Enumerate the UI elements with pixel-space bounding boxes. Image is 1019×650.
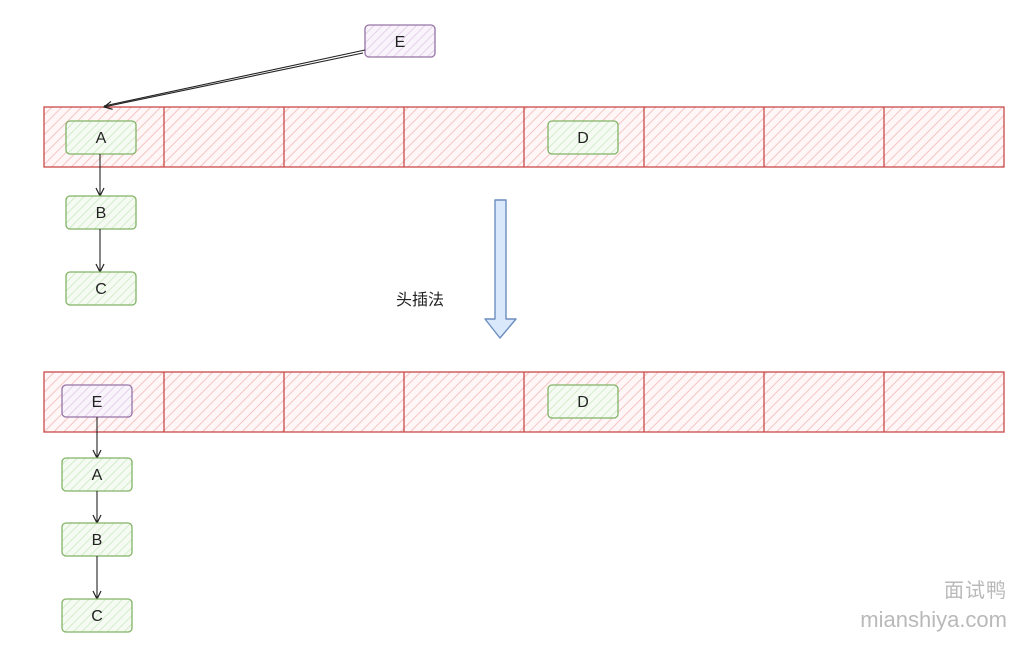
- node-c-after-label: C: [91, 608, 103, 625]
- node-c-before-label: C: [95, 281, 107, 298]
- caption-head-insertion: 头插法: [396, 291, 444, 309]
- watermark-cn: 面试鸭: [944, 580, 1007, 602]
- node-b-after-label: B: [92, 532, 103, 549]
- node-d-before: D: [547, 120, 619, 155]
- watermark-en: mianshiya.com: [860, 607, 1007, 632]
- node-d-before-label: D: [577, 130, 589, 147]
- node-b-before: B: [65, 195, 137, 230]
- node-e-after-label: E: [92, 394, 103, 411]
- node-d-after: D: [547, 384, 619, 419]
- node-d-after-label: D: [577, 394, 589, 411]
- bucket-array-after: [43, 371, 1005, 433]
- node-a-before: A: [65, 120, 137, 155]
- node-b-after: B: [61, 522, 133, 557]
- transform-down-arrow: [484, 199, 517, 339]
- insert-arrow: [104, 49, 366, 107]
- node-e-after: E: [61, 384, 133, 418]
- chain-before: B C: [65, 154, 137, 306]
- chain-after: A B C: [61, 417, 133, 633]
- node-a-after-label: A: [92, 467, 103, 484]
- node-e-incoming: E: [364, 24, 436, 58]
- node-b-before-label: B: [96, 205, 107, 222]
- node-a-after: A: [61, 457, 133, 492]
- bucket-array-before: [43, 106, 1005, 168]
- node-c-before: C: [65, 271, 137, 306]
- node-a-before-label: A: [96, 130, 107, 147]
- node-e-incoming-label: E: [395, 34, 406, 51]
- node-c-after: C: [61, 598, 133, 633]
